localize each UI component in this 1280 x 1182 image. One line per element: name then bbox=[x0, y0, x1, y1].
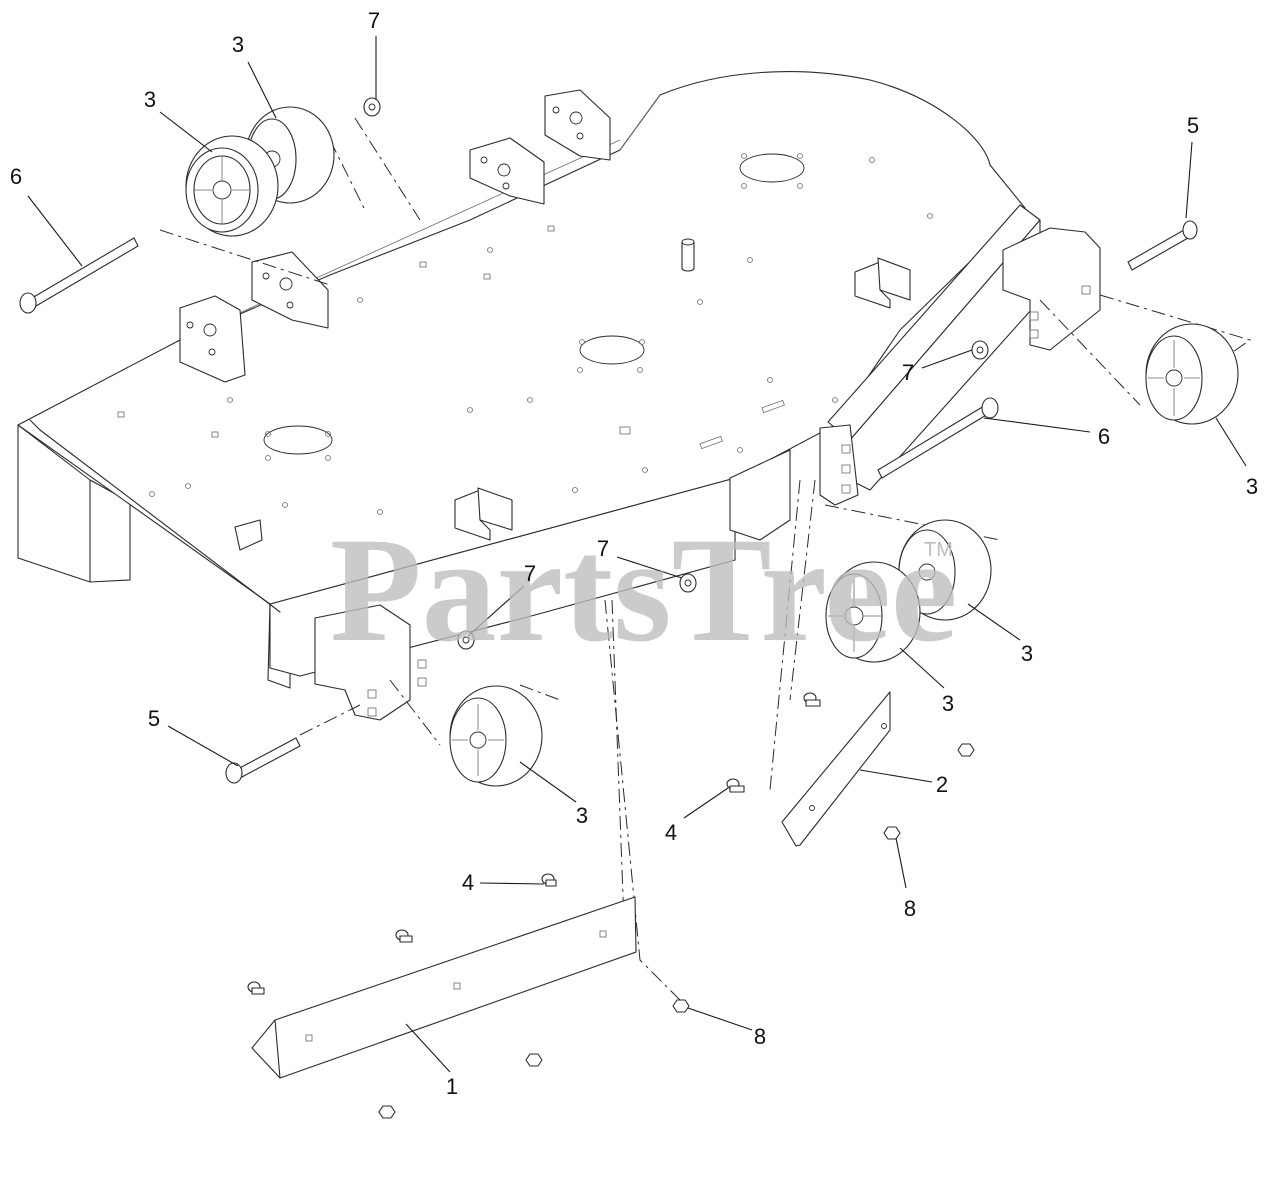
skid-front bbox=[251, 896, 637, 1079]
callout-2: 2 bbox=[936, 772, 948, 797]
partstree-watermark: PartsTree TM bbox=[330, 507, 957, 673]
wheel-right-rear bbox=[1145, 323, 1239, 425]
callout-3: 3 bbox=[1246, 474, 1258, 499]
hardware bbox=[247, 692, 975, 1119]
axle-bolt-right-top bbox=[1127, 220, 1198, 271]
callout-3: 3 bbox=[144, 87, 156, 112]
callout-1: 1 bbox=[446, 1074, 458, 1099]
callout-3: 3 bbox=[1021, 641, 1033, 666]
callout-3: 3 bbox=[576, 803, 588, 828]
axle-bolt-right-middle bbox=[877, 397, 999, 479]
callout-labels: 3 3 7 6 5 7 6 3 7 7 3 3 5 3 2 4 4 8 8 1 bbox=[10, 8, 1258, 1099]
mower-deck bbox=[17, 71, 1101, 721]
callout-7: 7 bbox=[597, 536, 609, 561]
skid-side bbox=[781, 691, 891, 847]
callout-7: 7 bbox=[902, 360, 914, 385]
callout-5: 5 bbox=[148, 706, 160, 731]
axle-bolt-rear-left bbox=[19, 237, 139, 314]
callout-3: 3 bbox=[232, 32, 244, 57]
wheel-rear-left-inner bbox=[185, 135, 279, 237]
callout-4: 4 bbox=[665, 820, 677, 845]
spacers bbox=[363, 97, 989, 650]
callout-6: 6 bbox=[10, 164, 22, 189]
watermark-text: PartsTree bbox=[330, 507, 957, 673]
callout-4: 4 bbox=[462, 870, 474, 895]
callout-3: 3 bbox=[942, 691, 954, 716]
axle-bolt-front-left bbox=[225, 737, 301, 784]
callout-7: 7 bbox=[524, 561, 536, 586]
callout-8: 8 bbox=[754, 1024, 766, 1049]
assembly-centerlines bbox=[159, 117, 1252, 1001]
leader-lines bbox=[27, 36, 1247, 1073]
callout-6: 6 bbox=[1098, 424, 1110, 449]
callout-8: 8 bbox=[904, 896, 916, 921]
callout-7: 7 bbox=[368, 8, 380, 33]
wheel-front-right-inner bbox=[825, 561, 921, 663]
callout-5: 5 bbox=[1187, 113, 1199, 138]
watermark-trademark: TM bbox=[924, 539, 953, 561]
wheel-front-left bbox=[449, 685, 543, 787]
